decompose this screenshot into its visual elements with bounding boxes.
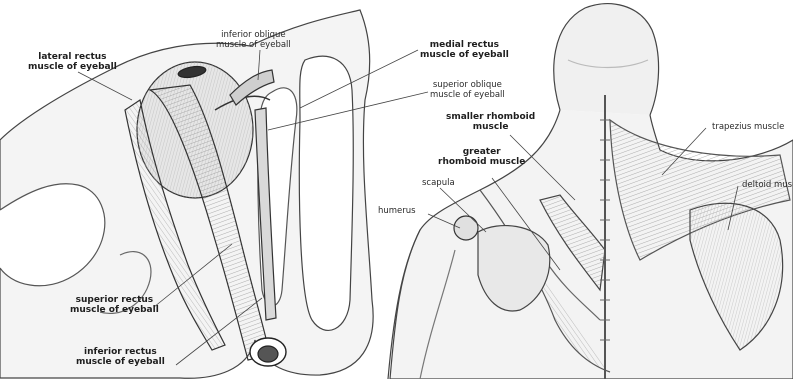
label-smaller-rhomboid: smaller rhomboid muscle [446, 112, 535, 132]
label-superior-rectus: superior rectus muscle of eyeball [70, 295, 159, 315]
label-inferior-rectus: inferior rectus muscle of eyeball [76, 347, 165, 367]
label-scapula: scapula [422, 178, 455, 188]
label-lateral-rectus: lateral rectus muscle of eyeball [28, 52, 117, 72]
label-trapezius: trapezius muscle [712, 122, 784, 132]
label-greater-rhomboid: greater rhomboid muscle [438, 147, 525, 167]
label-superior-oblique: superior oblique muscle of eyeball [430, 80, 505, 100]
head [554, 4, 659, 115]
humerus-head [454, 216, 478, 240]
label-humerus: humerus [378, 206, 416, 216]
label-deltoid: deltoid musc [742, 180, 793, 190]
label-medial-rectus: medial rectus muscle of eyeball [420, 40, 509, 60]
label-inferior-oblique: inferior oblique muscle of eyeball [216, 30, 291, 50]
